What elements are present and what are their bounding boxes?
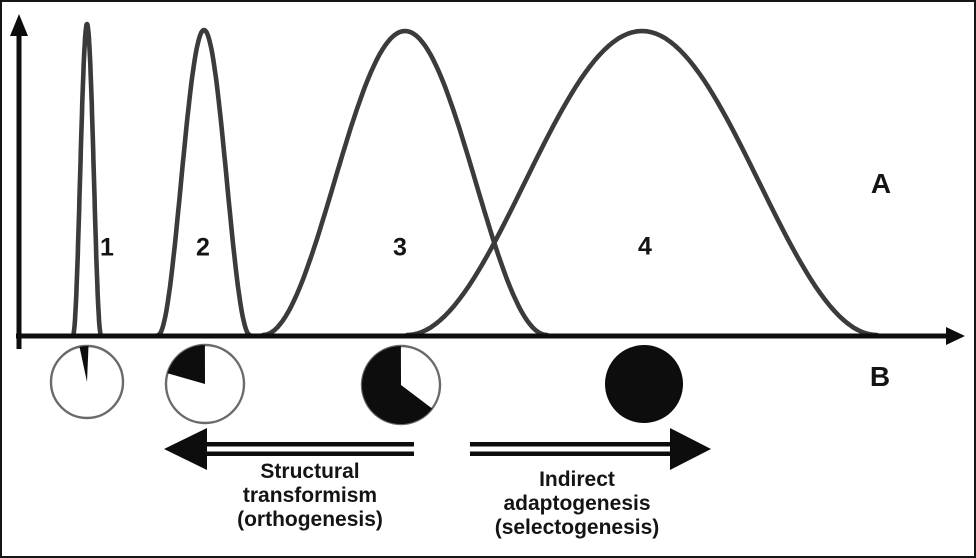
right-arrow-caption: Indirect adaptogenesis (selectogenesis) [457,468,697,540]
curve-label-1: 1 [100,233,114,262]
bell-curve-3 [260,28,550,338]
pie-1-filled-sector [79,345,89,382]
caption-line: (orthogenesis) [237,508,383,531]
left-arrowhead [164,428,207,470]
caption-line: transformism [242,484,378,507]
left-arrow-bar-bottom [205,451,414,456]
pie-3-filled-sector [361,346,433,424]
pie-chart-4 [605,345,683,423]
bell-curve-4 [404,28,880,338]
right-arrowhead [670,428,711,470]
left-arrow-caption: Structural transformism (orthogenesis) [190,460,430,532]
right-arrow-bar-bottom [470,451,672,456]
caption-line: adaptogenesis [503,492,651,515]
right-arrow-bar-top [470,442,672,447]
caption-line: Indirect [539,468,615,491]
caption-line: (selectogenesis) [494,516,660,539]
left-arrow-bar-top [205,442,414,447]
curve-label-3: 3 [393,233,407,262]
bell-curve-2 [155,27,253,338]
x-axis-arrowhead [946,327,965,345]
pie-2-filled-sector [167,345,205,384]
curve-label-2: 2 [196,233,210,262]
y-axis-arrowhead [10,14,28,36]
caption-line: Structural [260,460,360,483]
row-label-b: B [869,361,891,392]
row-label-a: A [870,168,892,199]
curve-label-4: 4 [638,232,652,261]
bell-curve-1 [70,21,104,338]
